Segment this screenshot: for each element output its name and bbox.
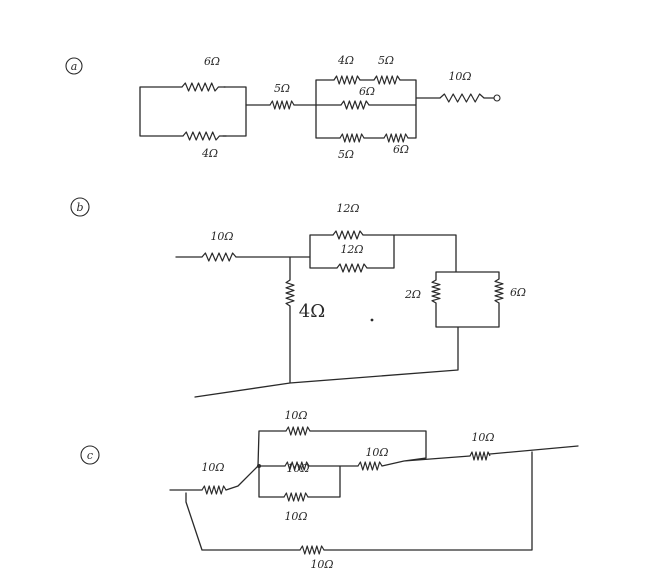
label-b-10ohm: 10Ω bbox=[210, 230, 233, 243]
label-a-6ohm-middle: 6Ω bbox=[359, 85, 375, 98]
resistor-a-4ohm-bottom bbox=[182, 131, 227, 141]
resistor-c-10ohm-right bbox=[469, 451, 491, 461]
label-a-6ohm-bottom: 6Ω bbox=[393, 143, 409, 156]
part-b-tag: b bbox=[76, 201, 83, 214]
label-c-10ohm-left: 10Ω bbox=[201, 461, 224, 474]
wire-a-parallel-network bbox=[315, 79, 495, 139]
wire-b-network bbox=[175, 234, 500, 398]
label-c-10ohm-right: 10Ω bbox=[471, 431, 494, 444]
label-b-2ohm: 2Ω bbox=[404, 288, 421, 301]
label-b-4ohm: 4Ω bbox=[299, 301, 325, 322]
junction-c bbox=[257, 464, 261, 468]
resistor-a-6ohm-bottom bbox=[383, 133, 409, 143]
stray-dot bbox=[370, 318, 374, 322]
part-b-circle bbox=[70, 197, 90, 217]
resistor-c-10ohm-inner-top bbox=[284, 461, 310, 471]
circuit-a: a 6Ω 4Ω 5Ω 4Ω 5Ω 6Ω 5Ω 6Ω 10Ω bbox=[65, 54, 501, 161]
label-a-5ohm-top: 5Ω bbox=[378, 54, 394, 67]
label-a-6ohm-top: 6Ω bbox=[204, 55, 220, 68]
resistor-c-10ohm-bottom bbox=[299, 545, 325, 555]
label-a-5ohm-series: 5Ω bbox=[274, 82, 290, 95]
resistor-a-5ohm-top bbox=[373, 75, 401, 85]
resistor-a-5ohm-bottom bbox=[339, 133, 365, 143]
label-c-10ohm-inner-bottom: 10Ω bbox=[284, 510, 307, 523]
label-c-10ohm-inner-top: 10Ω bbox=[286, 462, 309, 475]
label-c-10ohm-bottom: 10Ω bbox=[310, 558, 333, 571]
part-a-circle bbox=[65, 57, 83, 75]
circuit-b: b 10Ω 12Ω 12Ω 4Ω 2Ω 6Ω bbox=[70, 197, 526, 398]
label-c-10ohm-middle: 10Ω bbox=[365, 446, 388, 459]
resistor-a-6ohm-middle bbox=[340, 100, 370, 110]
part-a-tag: a bbox=[71, 60, 78, 73]
label-b-12ohm-top: 12Ω bbox=[336, 202, 359, 215]
label-a-10ohm: 10Ω bbox=[448, 70, 471, 83]
label-c-10ohm-top: 10Ω bbox=[284, 409, 307, 422]
resistor-a-4ohm bbox=[333, 75, 361, 85]
label-b-6ohm: 6Ω bbox=[510, 286, 526, 299]
resistor-c-10ohm-middle bbox=[357, 461, 383, 471]
wire-a-left-loop bbox=[139, 86, 247, 137]
resistor-b-4ohm bbox=[285, 279, 295, 307]
resistor-a-6ohm-top bbox=[181, 82, 226, 92]
resistor-b-12ohm-bottom bbox=[336, 263, 368, 273]
resistor-c-10ohm-inner-bottom bbox=[283, 492, 309, 502]
label-a-4ohm-bottom: 4Ω bbox=[201, 147, 218, 160]
resistor-b-2ohm bbox=[431, 279, 441, 304]
circuit-c: c 10Ω 10Ω 10Ω 10Ω 10Ω 10Ω 10Ω bbox=[80, 409, 579, 571]
label-a-4ohm: 4Ω bbox=[337, 54, 354, 67]
part-c-tag: c bbox=[87, 449, 93, 462]
resistor-c-10ohm-top bbox=[285, 426, 311, 436]
resistor-b-12ohm-top bbox=[332, 230, 364, 240]
label-a-5ohm-bottom: 5Ω bbox=[338, 148, 354, 161]
resistor-c-10ohm-left bbox=[201, 485, 227, 495]
resistor-b-6ohm bbox=[494, 278, 504, 304]
part-c-circle bbox=[80, 445, 100, 465]
resistor-a-5ohm-series bbox=[269, 100, 295, 110]
resistor-b-10ohm bbox=[201, 252, 237, 262]
label-b-12ohm-bottom: 12Ω bbox=[340, 243, 363, 256]
terminal-a bbox=[493, 94, 501, 102]
resistor-a-10ohm bbox=[439, 93, 485, 103]
